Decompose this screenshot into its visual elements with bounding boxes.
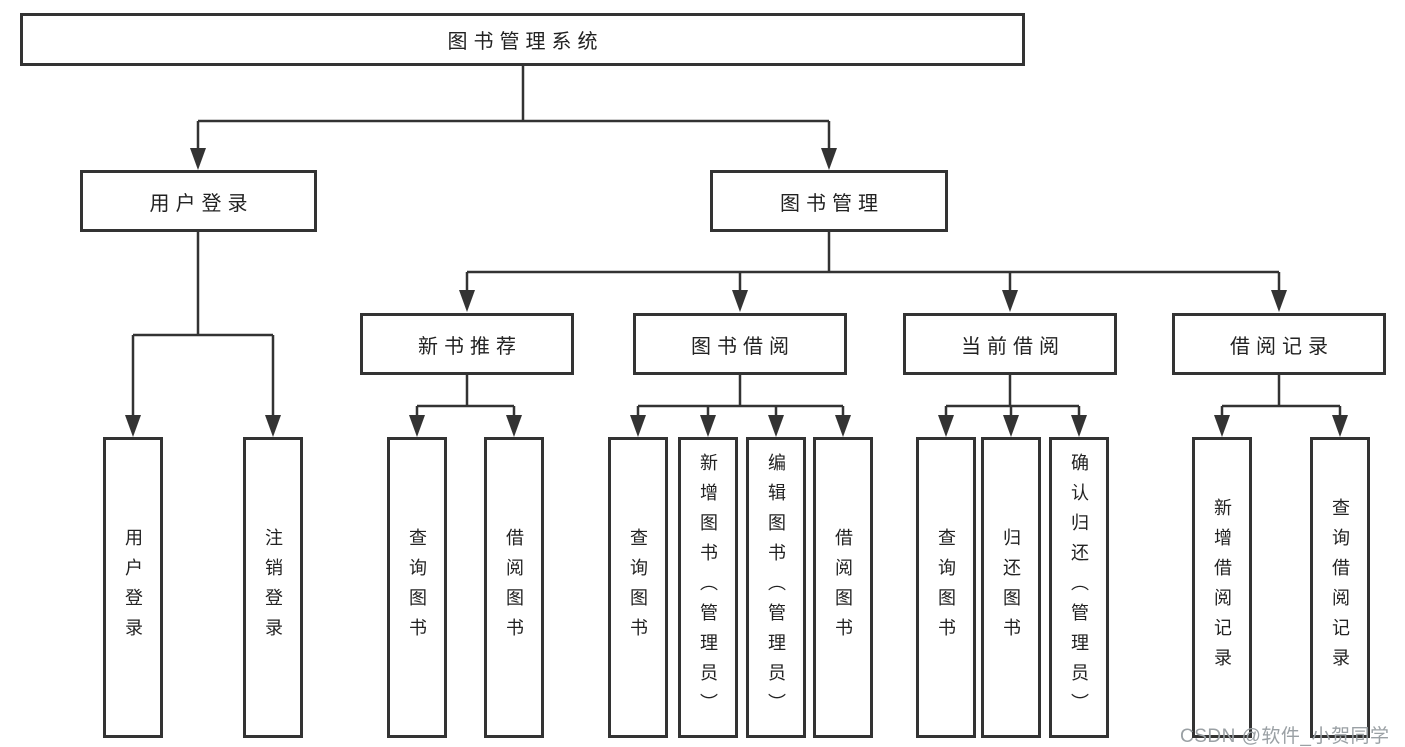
leaf-query-books-recommend: 查询图书 — [387, 437, 447, 738]
leaf-add-books-admin: 新增图书（管理员） — [678, 437, 738, 738]
node-book-borrow: 图书借阅 — [633, 313, 847, 375]
leaf-borrow-books-recommend: 借阅图书 — [484, 437, 544, 738]
node-root: 图书管理系统 — [20, 13, 1025, 66]
leaf-label: 用户登录 — [123, 527, 143, 648]
leaf-label: 确认归还（管理员） — [1069, 452, 1089, 723]
csdn-watermark: CSDN @软件_小贺同学 — [1180, 726, 1390, 747]
node-current-borrow: 当前借阅 — [903, 313, 1117, 375]
leaf-confirm-return-admin: 确认归还（管理员） — [1049, 437, 1109, 738]
leaf-query-books-borrow: 查询图书 — [608, 437, 668, 738]
leaf-label: 借阅图书 — [504, 527, 524, 648]
leaf-query-borrow-record: 查询借阅记录 — [1310, 437, 1370, 738]
leaf-label: 查询借阅记录 — [1330, 497, 1350, 678]
leaf-edit-books-admin: 编辑图书（管理员） — [746, 437, 806, 738]
leaf-label: 查询图书 — [936, 527, 956, 648]
node-user-login: 用户登录 — [80, 170, 317, 232]
leaf-label: 新增借阅记录 — [1212, 497, 1232, 678]
leaf-user-login: 用户登录 — [103, 437, 163, 738]
leaf-label: 查询图书 — [628, 527, 648, 648]
leaf-borrow-books: 借阅图书 — [813, 437, 873, 738]
leaf-return-books: 归还图书 — [981, 437, 1041, 738]
node-borrow-records: 借阅记录 — [1172, 313, 1386, 375]
leaf-label: 借阅图书 — [833, 527, 853, 648]
leaf-add-borrow-record: 新增借阅记录 — [1192, 437, 1252, 738]
leaf-query-books-current: 查询图书 — [916, 437, 976, 738]
leaf-label: 新增图书（管理员） — [698, 452, 718, 723]
leaf-label: 查询图书 — [407, 527, 427, 648]
leaf-label: 注销登录 — [263, 527, 283, 648]
node-new-book-recommend: 新书推荐 — [360, 313, 574, 375]
leaf-logout: 注销登录 — [243, 437, 303, 738]
leaf-label: 归还图书 — [1001, 527, 1021, 648]
leaf-label: 编辑图书（管理员） — [766, 452, 786, 723]
node-book-management: 图书管理 — [710, 170, 948, 232]
